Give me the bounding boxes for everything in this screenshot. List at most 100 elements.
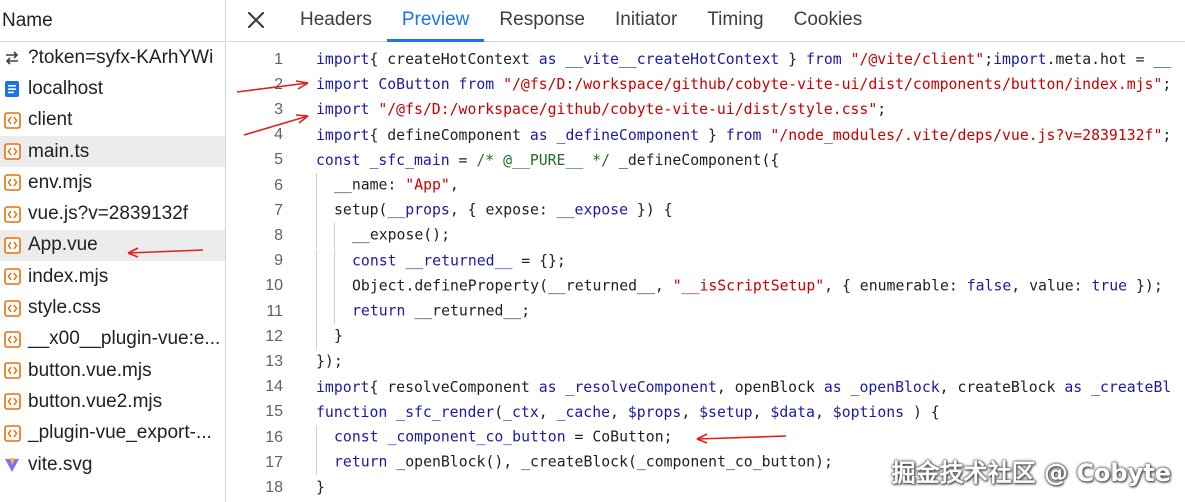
script-file-icon: [2, 267, 22, 287]
line-number: 13: [265, 352, 283, 370]
script-file-icon: [2, 329, 22, 349]
code-line: 4 import{ defineComponent as _defineCompo…: [227, 123, 1185, 148]
line-number: 14: [265, 378, 283, 396]
code-line: 17 return _openBlock(), _createBlock(_com…: [227, 450, 1185, 476]
script-file-icon: [2, 423, 22, 443]
ws-arrows-icon: [2, 48, 22, 68]
code-text: import{ resolveComponent as _resolveComp…: [316, 378, 1172, 396]
code-text: __expose();: [316, 223, 450, 249]
code-text: const _component_co_button = CoButton;: [316, 425, 673, 450]
script-file-icon: [2, 298, 22, 318]
code-text: import{ createHotContext as __vite__crea…: [316, 51, 1172, 68]
request-row[interactable]: button.vue.mjs: [0, 355, 225, 386]
request-name: style.css: [28, 297, 101, 319]
request-row[interactable]: _plugin-vue_export-...: [0, 418, 225, 449]
request-row[interactable]: App.vue: [0, 229, 225, 262]
code-text: __name: "App",: [316, 173, 459, 198]
code-line: 7 setup(__props, { expose: __expose }) {: [227, 198, 1185, 224]
request-row[interactable]: button.vue2.mjs: [0, 386, 225, 417]
request-row[interactable]: vue.js?v=2839132f: [0, 198, 225, 229]
code-line: 6 __name: "App",: [227, 173, 1185, 198]
document-icon: [2, 79, 22, 99]
code-text: return __returned__;: [316, 299, 530, 324]
request-name: vue.js?v=2839132f: [28, 203, 189, 225]
request-name: client: [28, 109, 73, 131]
request-name: env.mjs: [28, 171, 93, 193]
request-row[interactable]: localhost: [0, 73, 225, 104]
network-request-list: Name ?token=syfx-KArhYWi localhost client m…: [0, 0, 226, 502]
script-file-icon: [2, 142, 22, 162]
script-file-icon: [2, 361, 22, 381]
line-number: 7: [274, 201, 283, 219]
code-text: import{ defineComponent as _defineCompon…: [316, 126, 1172, 144]
code-line: 9 const __returned__ = {};: [227, 248, 1185, 274]
detail-tabs: Headers Preview Response Initiator Timing Coo…: [227, 0, 1185, 42]
code-text: });: [316, 353, 343, 371]
request-row[interactable]: env.mjs: [0, 167, 225, 198]
request-name: localhost: [28, 77, 103, 99]
request-name: button.vue2.mjs: [28, 390, 163, 412]
code-line: 8 __expose();: [227, 223, 1185, 249]
code-line: 14 import{ resolveComponent as _resolveCo…: [227, 375, 1185, 400]
close-icon[interactable]: [227, 0, 285, 41]
code-text: }: [316, 324, 343, 350]
script-file-icon: [2, 110, 22, 130]
request-name: button.vue.mjs: [28, 359, 152, 381]
code-text: }: [316, 479, 325, 497]
line-number: 4: [274, 126, 283, 144]
request-row[interactable]: main.ts: [0, 135, 225, 168]
tab-timing[interactable]: Timing: [707, 9, 764, 30]
tab-preview[interactable]: Preview: [386, 0, 485, 42]
request-name: App.vue: [28, 234, 98, 256]
line-number: 18: [265, 478, 283, 496]
code-text: import "/@fs/D:/workspace/github/cobyte-…: [316, 101, 887, 119]
request-rows: ?token=syfx-KArhYWi localhost client main.t…: [0, 42, 225, 480]
request-name: __x00__plugin-vue:e...: [28, 328, 221, 350]
request-row[interactable]: index.mjs: [0, 261, 225, 292]
line-number: 8: [274, 226, 283, 244]
request-name: vite.svg: [28, 453, 93, 475]
request-name: _plugin-vue_export-...: [28, 422, 212, 444]
line-number: 6: [274, 176, 283, 194]
request-row[interactable]: vite.svg: [0, 449, 225, 480]
line-number: 16: [265, 428, 283, 446]
tab-initiator[interactable]: Initiator: [614, 9, 678, 30]
request-row[interactable]: __x00__plugin-vue:e...: [0, 324, 225, 355]
request-row[interactable]: client: [0, 105, 225, 136]
code-text: setup(__props, { expose: __expose }) {: [316, 198, 673, 224]
script-file-icon: [2, 204, 22, 224]
line-number: 17: [265, 453, 283, 471]
code-text: Object.defineProperty(__returned__, "__i…: [316, 273, 1163, 299]
script-file-icon: [2, 173, 22, 193]
watermark: 掘金技术社区 @ Cobyte: [891, 459, 1171, 487]
line-number: 9: [274, 252, 283, 270]
tab-cookies[interactable]: Cookies: [793, 9, 863, 30]
script-file-icon: [2, 235, 22, 255]
code-text: function _sfc_render(_ctx, _cache, $prop…: [316, 403, 940, 421]
tab-response[interactable]: Response: [499, 9, 585, 30]
code-text: return _openBlock(), _createBlock(_compo…: [316, 450, 833, 476]
line-number: 11: [266, 302, 283, 320]
request-row[interactable]: ?token=syfx-KArhYWi: [0, 42, 225, 73]
tab-strip: Headers Preview Response Initiator Timing Coo…: [285, 0, 877, 42]
request-row[interactable]: style.css: [0, 292, 225, 323]
line-number: 10: [265, 277, 283, 295]
request-name: main.ts: [28, 140, 90, 162]
code-text: const _sfc_main = /* @__PURE__ */ _defin…: [316, 151, 780, 169]
name-column-header[interactable]: Name: [0, 0, 225, 42]
tab-headers[interactable]: Headers: [300, 9, 372, 30]
code-line: 16 const _component_co_button = CoButton;: [227, 425, 1185, 450]
code-line: 18}: [227, 475, 1185, 500]
line-number: 2: [274, 75, 283, 93]
script-file-icon: [2, 392, 22, 412]
line-number: 12: [265, 327, 283, 345]
request-name: index.mjs: [28, 265, 109, 287]
code-text: const __returned__ = {};: [316, 248, 566, 274]
vite-logo-icon: [2, 455, 22, 475]
